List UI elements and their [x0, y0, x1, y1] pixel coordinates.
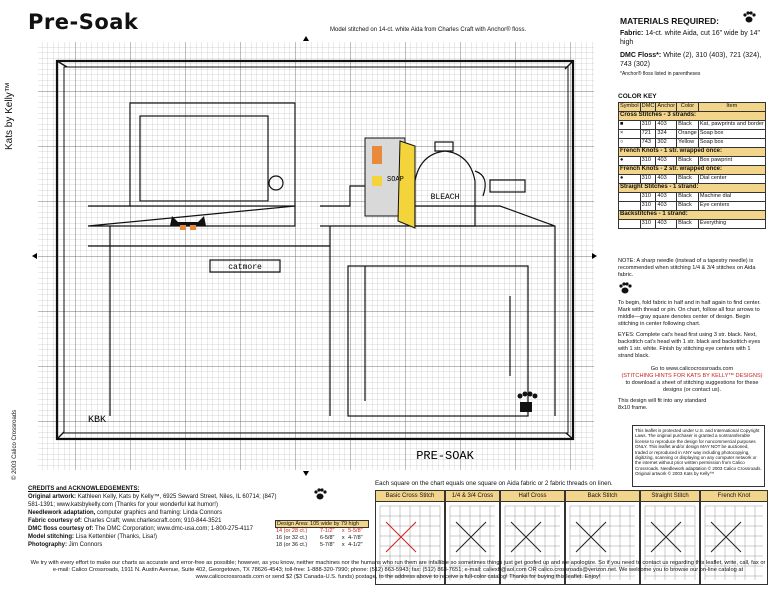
stitch-diagram: French Knot: [700, 490, 768, 585]
stitch-diagram: Straight Stitch: [640, 490, 700, 585]
materials-heading: MATERIALS REQUIRED:: [620, 16, 720, 26]
color-key-section: Backstitches - 1 strand:: [618, 210, 766, 220]
color-key-section: French Knots - 1 str. wrapped once:: [618, 147, 766, 157]
side-credit: Kats by Kelly™: [4, 82, 15, 150]
stitch-diagram-icon: [704, 505, 763, 580]
credit-line: Model stitching: Lisa Kettenbier (Thanks…: [28, 534, 158, 540]
credit-line: DMC floss courtesy of: The DMC Corporati…: [28, 526, 253, 532]
color-key-section: Straight Stitches - 1 strand:: [618, 183, 766, 193]
stitch-diagram-icon: [504, 505, 560, 580]
stitch-diagram-icon: [644, 505, 696, 580]
stitch-diagram: 1/4 & 3/4 Cross: [445, 490, 500, 585]
color-key: COLOR KEY Symbol DMC Anchor Color Item C…: [618, 93, 766, 229]
website-link[interactable]: Go to www.calicocrossroads.com: [650, 366, 734, 372]
stitch-diagram: Half Cross: [500, 490, 565, 585]
footer-text: We try with every effort to make our cha…: [30, 560, 766, 581]
washer-label: catmore: [228, 263, 262, 272]
credit-line: Photography: Jim Connors: [28, 542, 103, 548]
bleach-jug: [414, 141, 486, 227]
color-key-section: Cross Stitches - 3 strands:: [618, 111, 766, 121]
paw-print-icon: [517, 391, 538, 412]
stitch-diagram-icon: [569, 505, 635, 580]
color-key-section: French Knots - 2 str. wrapped once:: [618, 165, 766, 175]
chart-caption: Each square on the chart equals one squa…: [375, 480, 613, 487]
credit-line: Fabric courtesy of: Charles Craft; www.c…: [28, 518, 222, 524]
design-area: Design Area: 105 wide by 79 high 14 (or …: [275, 520, 369, 549]
copyright-legal: This leaflet is protected under U.S. and…: [632, 425, 765, 487]
credit-line: Original artwork: Kathleen Kelly, Kats b…: [28, 494, 277, 508]
paw-print-icon: [619, 282, 632, 294]
stitch-diagram: Back Stitch: [565, 490, 640, 585]
paw-print-icon: [314, 488, 327, 500]
initials: KBK: [88, 415, 106, 426]
stitch-diagram-icon: [379, 505, 441, 580]
page-title: Pre-Soak: [28, 10, 139, 34]
notes: NOTE: A sharp needle (instead of a tapes…: [618, 258, 766, 412]
cross-stitch-chart: catmore SOAP BLEACH KBK PRE-SOAK: [32, 36, 597, 476]
credits: CREDITS and ACKNOWLEDGEMENTS: Original a…: [28, 485, 288, 549]
paw-print-icon: [743, 11, 756, 23]
soap-label: SOAP: [387, 176, 404, 184]
color-key-table: Symbol DMC Anchor Color Item Cross Stitc…: [618, 102, 766, 229]
bottom-chart-text: PRE-SOAK: [416, 449, 474, 463]
credit-line: Needlework adaptation, computer graphics…: [28, 510, 223, 516]
bleach-label: BLEACH: [431, 193, 460, 202]
model-note: Model stitched on 14-ct. white Aida from…: [330, 27, 527, 33]
stitch-diagram: Basic Cross Stitch: [375, 490, 445, 585]
materials-block: Fabric: 14-ct. white Aida, cut 16" wide …: [620, 30, 762, 77]
soap-box: [364, 137, 416, 229]
stitch-diagram-icon: [449, 505, 495, 580]
cat-icon: [170, 216, 206, 230]
